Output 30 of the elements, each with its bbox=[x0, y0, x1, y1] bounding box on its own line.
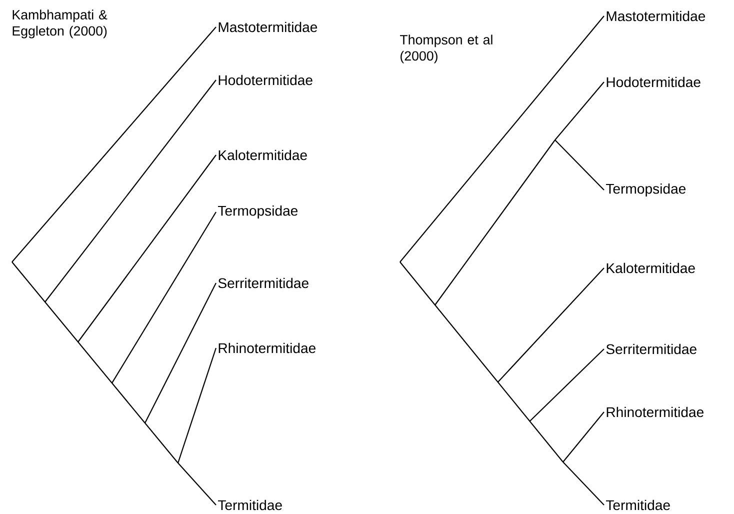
taxon-label: Kalotermitidae bbox=[606, 262, 695, 274]
branch-line bbox=[562, 462, 604, 506]
branch-line bbox=[144, 282, 216, 424]
branch-line bbox=[554, 140, 604, 190]
taxon-label: Rhinotermitidae bbox=[218, 342, 316, 354]
branch-line bbox=[562, 412, 604, 462]
taxon-label: Rhinotermitidae bbox=[606, 406, 704, 418]
taxon-label: Mastotermitidae bbox=[606, 10, 706, 22]
taxon-label: Termopsidae bbox=[218, 205, 298, 219]
branch-line bbox=[554, 82, 604, 140]
branch-line bbox=[177, 348, 217, 464]
branch-line bbox=[498, 268, 604, 382]
branch-line bbox=[112, 212, 216, 384]
branch-line bbox=[12, 26, 216, 262]
taxon-label: Termitidae bbox=[606, 500, 670, 510]
tree-heading: Thompson et al (2000) bbox=[400, 34, 492, 64]
taxon-label: Serritermitidae bbox=[606, 344, 696, 354]
branch-line bbox=[78, 154, 216, 342]
branch-line bbox=[400, 16, 604, 262]
taxon-label: Hodotermitidae bbox=[218, 74, 312, 86]
taxon-label: Hodotermitidae bbox=[606, 76, 700, 88]
branch-line bbox=[530, 348, 604, 422]
taxon-label: Mastotermitidae bbox=[218, 22, 318, 32]
taxon-label: Kalotermitidae bbox=[218, 150, 307, 160]
tree-heading: Kambhampati & Eggleton (2000) bbox=[12, 10, 108, 38]
branch-line bbox=[44, 80, 216, 302]
taxon-label: Termitidae bbox=[218, 500, 282, 510]
taxon-label: Serritermitidae bbox=[218, 278, 308, 288]
branch-line bbox=[178, 462, 216, 506]
taxon-label: Termopsidae bbox=[606, 183, 686, 197]
